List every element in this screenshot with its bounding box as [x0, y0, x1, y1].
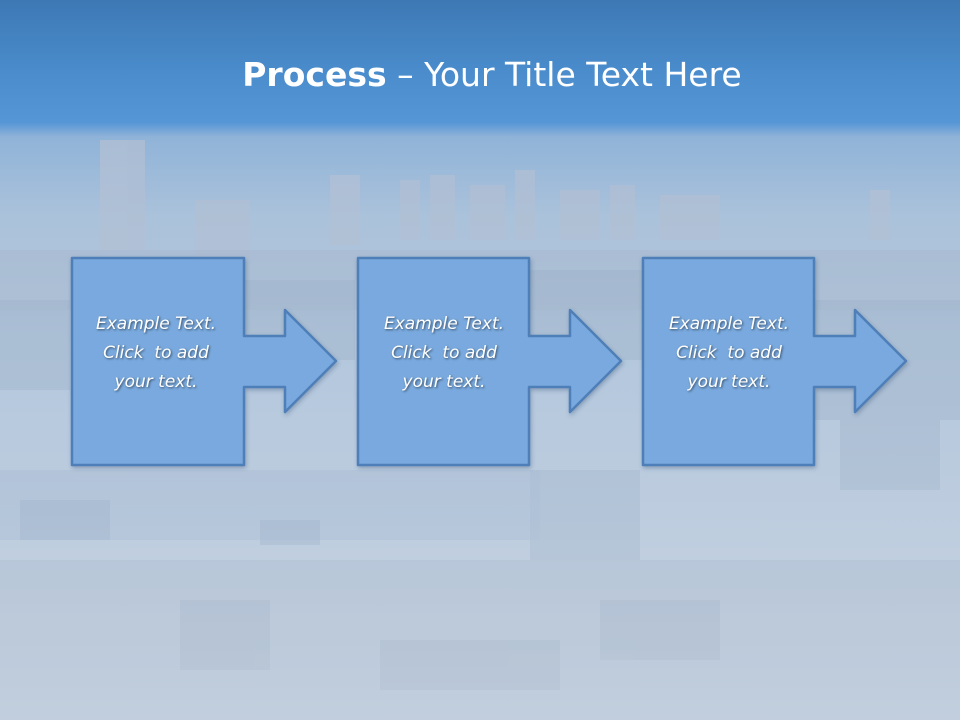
- title-bold-text: Process: [242, 55, 387, 94]
- step-line: your text.: [402, 372, 486, 392]
- step-line: Example Text.: [383, 314, 505, 334]
- title-separator: –: [386, 55, 425, 94]
- step-line: Click to add: [676, 343, 782, 363]
- step-line: your text.: [114, 372, 198, 392]
- process-step-3-arrow[interactable]: [641, 256, 908, 467]
- process-step-2-arrow[interactable]: [356, 256, 623, 467]
- step-line: Example Text.: [95, 314, 217, 334]
- step-line: Click to add: [103, 343, 209, 363]
- step-line: your text.: [687, 372, 771, 392]
- slide-title[interactable]: Process – Your Title Text Here: [0, 52, 960, 98]
- step-1-text[interactable]: Example Text. Click to add your text.: [70, 310, 242, 397]
- step-line: Click to add: [391, 343, 497, 363]
- step-2-text[interactable]: Example Text. Click to add your text.: [358, 310, 530, 397]
- step-3-text[interactable]: Example Text. Click to add your text.: [643, 310, 815, 397]
- step-line: Example Text.: [668, 314, 790, 334]
- process-step-1-arrow[interactable]: [70, 256, 338, 467]
- title-rest-text: Your Title Text Here: [424, 55, 742, 94]
